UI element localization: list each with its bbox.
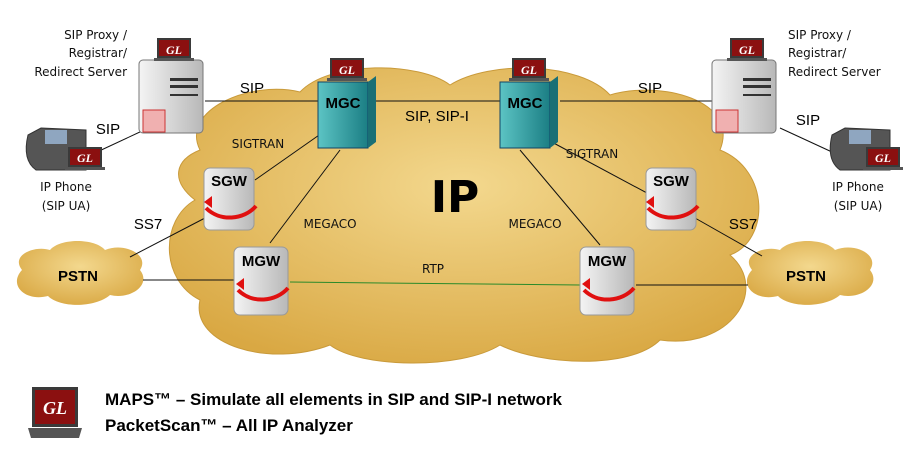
label-line: Redirect Server: [34, 65, 127, 79]
label-megaco: MEGACO: [508, 217, 561, 231]
label-line: Redirect Server: [788, 65, 881, 79]
sgw-left: SGW: [202, 167, 258, 231]
ip-cloud-label: IP: [431, 172, 480, 223]
sgw-right: SGW: [644, 167, 700, 231]
label-ss7: SS7: [729, 216, 757, 233]
legend-maps: MAPS™ – Simulate all elements in SIP and…: [105, 390, 562, 409]
gl-badge-text: GL: [339, 63, 355, 77]
label-sip: SIP: [240, 80, 264, 97]
pstn-left-cloud: [16, 241, 144, 305]
label-sip: SIP: [796, 112, 820, 129]
label-line: (SIP UA): [834, 199, 883, 213]
label-sigtran: SIGTRAN: [232, 137, 284, 151]
mgc-right: GL MGC: [499, 58, 558, 149]
label-sip: SIP: [96, 121, 120, 138]
link-megaco-left: [269, 149, 341, 244]
label-sip-sip-i: SIP, SIP-I: [405, 108, 469, 125]
link-phone-server-left: [96, 130, 143, 153]
label-line: Registrar/: [69, 46, 128, 60]
pstn-right-label: PSTN: [786, 268, 826, 285]
pstn-right-cloud: [746, 241, 874, 305]
mgc-left: GL MGC: [317, 58, 376, 149]
link-sigtran-right: [547, 139, 661, 201]
link-ss7-left: [129, 217, 206, 258]
gl-badge-text: GL: [77, 151, 93, 165]
server-right-label: SIP Proxy / Registrar/ Redirect Server: [788, 28, 881, 79]
link-server-phone-right: [779, 127, 833, 153]
label-line: SIP Proxy /: [788, 28, 852, 42]
mgw-left: MGW: [233, 246, 290, 316]
gl-badge-text: GL: [521, 63, 537, 77]
mgc-label: MGC: [326, 95, 361, 112]
mgw-right: MGW: [579, 246, 636, 316]
link-sigtran-left: [254, 132, 323, 181]
label-line: Registrar/: [788, 46, 847, 60]
link-megaco-right: [519, 149, 601, 246]
gl-badge-text: GL: [875, 151, 891, 165]
mgc-label: MGC: [508, 95, 543, 112]
label-line: SIP Proxy /: [64, 28, 128, 42]
ip-phone-right: GL IP Phone (SIP UA): [829, 127, 903, 213]
label-line: IP Phone: [40, 180, 92, 194]
ip-phone-left: GL IP Phone (SIP UA): [25, 127, 105, 213]
label-rtp: RTP: [422, 262, 444, 276]
label-sip: SIP: [638, 80, 662, 97]
links: [96, 100, 833, 286]
link-rtp: [289, 281, 581, 286]
server-left-label: SIP Proxy / Registrar/ Redirect Server: [34, 28, 128, 79]
label-line: (SIP UA): [42, 199, 91, 213]
gl-badge-text: GL: [43, 398, 67, 418]
mgw-label: MGW: [242, 253, 281, 270]
label-sigtran: SIGTRAN: [566, 147, 618, 161]
gl-badge-text: GL: [739, 43, 755, 57]
label-megaco: MEGACO: [303, 217, 356, 231]
link-ss7-right: [694, 217, 763, 257]
mgw-label: MGW: [588, 253, 627, 270]
pstn-left-label: PSTN: [58, 268, 98, 285]
sip-proxy-server-left: GL: [138, 38, 204, 134]
gl-laptop-icon: GL: [28, 387, 82, 438]
sgw-label: SGW: [211, 173, 248, 190]
legend-packetscan: PacketScan™ – All IP Analyzer: [105, 416, 353, 435]
sip-proxy-server-right: GL: [711, 38, 777, 134]
label-line: IP Phone: [832, 180, 884, 194]
gl-badge-text: GL: [166, 43, 182, 57]
sgw-label: SGW: [653, 173, 690, 190]
label-ss7: SS7: [134, 216, 162, 233]
